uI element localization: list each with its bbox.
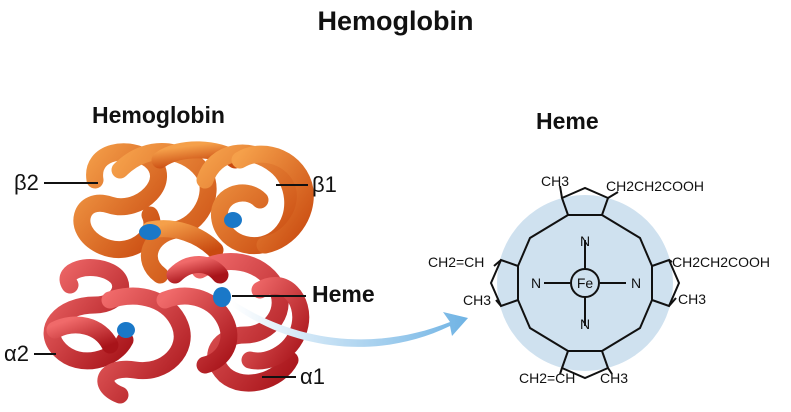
group-acid-right: CH2CH2COOH — [672, 254, 770, 270]
label-beta1: β1 — [312, 172, 337, 197]
hemoglobin-subtitle: Hemoglobin — [92, 102, 225, 128]
porphyrin-disc — [497, 195, 673, 371]
leader-lines — [34, 182, 308, 378]
heme-blob-4 — [213, 287, 231, 307]
group-ch3-left: CH3 — [463, 292, 491, 308]
group-vinyl-left: CH2=CH — [428, 254, 484, 270]
n-bottom: N — [580, 316, 590, 332]
arrow-to-heme — [232, 300, 468, 347]
porphyrin-bonds — [489, 185, 681, 380]
label-beta2: β2 — [14, 170, 39, 195]
heme-subtitle: Heme — [536, 108, 599, 134]
group-ch3-top: CH3 — [541, 173, 569, 189]
page-title: Hemoglobin — [317, 6, 474, 36]
heme-blob-1 — [139, 224, 161, 240]
label-alpha2: α2 — [4, 341, 29, 366]
heme-groups — [117, 212, 242, 338]
heme-blob-3 — [117, 322, 135, 338]
fe-atom: Fe — [577, 275, 594, 291]
label-heme: Heme — [312, 281, 375, 307]
n-top: N — [580, 233, 590, 249]
heme-blob-2 — [224, 212, 242, 228]
n-right: N — [631, 275, 641, 291]
group-vinyl-bottom: CH2=CH — [519, 370, 575, 386]
group-ch3-right: CH3 — [678, 291, 706, 307]
label-alpha1: α1 — [300, 364, 325, 389]
beta-chains — [73, 141, 314, 284]
group-acid-top: CH2CH2COOH — [606, 178, 704, 194]
alpha-chains — [43, 253, 310, 404]
group-ch3-bottom: CH3 — [600, 370, 628, 386]
n-left: N — [531, 275, 541, 291]
